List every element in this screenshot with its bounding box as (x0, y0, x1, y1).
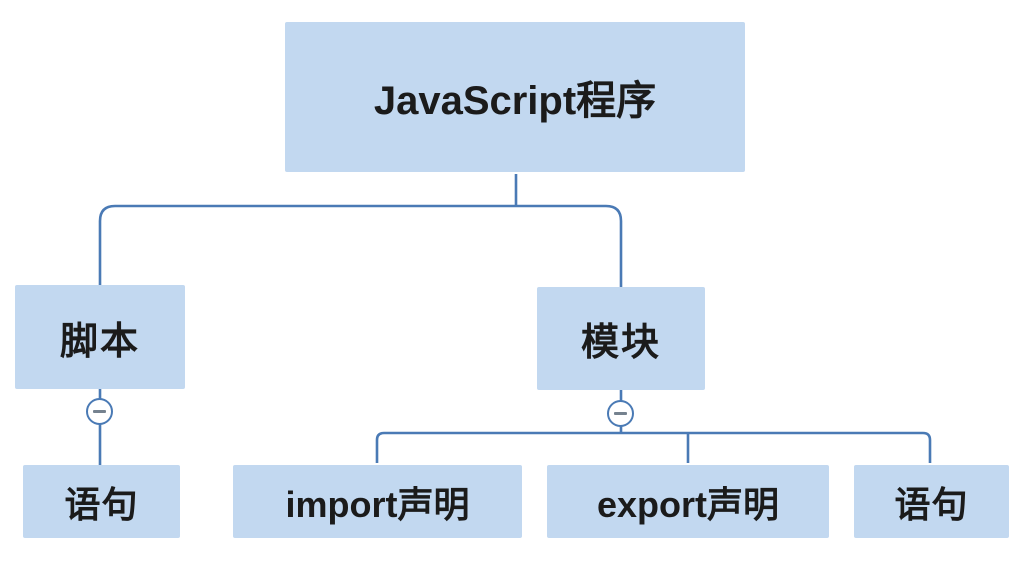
node-statement-under-script[interactable]: 语句 (23, 465, 180, 538)
node-module-label: 模块 (580, 322, 661, 364)
node-javascript-program[interactable]: JavaScript程序 (285, 22, 745, 172)
minus-icon (614, 411, 627, 416)
node-statement-under-script-label: 语句 (64, 483, 139, 525)
node-script[interactable]: 脚本 (15, 285, 185, 389)
root-children-rail (98, 204, 623, 288)
node-import-declaration-label: import声明 (285, 483, 470, 525)
node-module[interactable]: 模块 (537, 287, 705, 390)
node-javascript-program-label: JavaScript程序 (373, 79, 657, 123)
collapse-toggle-module[interactable] (607, 400, 634, 427)
minus-icon (93, 409, 106, 414)
node-statement-under-module[interactable]: 语句 (854, 465, 1009, 538)
node-export-declaration-label: export声明 (596, 483, 780, 525)
node-script-label: 脚本 (59, 320, 140, 363)
node-export-declaration[interactable]: export声明 (547, 465, 829, 538)
module-children-rail (375, 431, 932, 463)
collapse-toggle-script[interactable] (86, 398, 113, 425)
node-statement-under-module-label: 语句 (894, 483, 969, 525)
node-import-declaration[interactable]: import声明 (233, 465, 522, 538)
